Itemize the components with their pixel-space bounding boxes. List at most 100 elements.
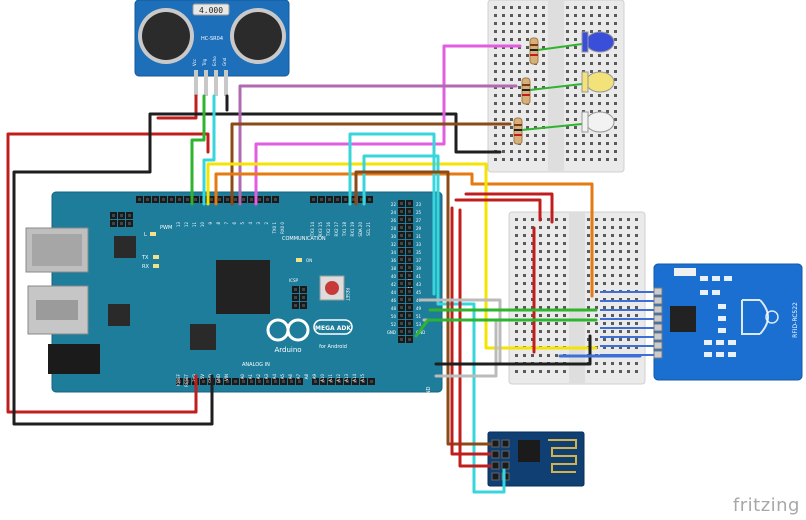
breadboard-hole [611, 322, 614, 325]
breadboard-hole [494, 110, 497, 113]
breadboard-hole [547, 234, 550, 237]
breadboard-hole [582, 14, 585, 17]
breadboard-hole [603, 314, 606, 317]
breadboard-hole [603, 218, 606, 221]
breadboard-hole [510, 70, 513, 73]
breadboard-hole [611, 258, 614, 261]
pin-label: A13 [344, 374, 349, 382]
breadboard-hole [611, 362, 614, 365]
breadboard-hole [627, 330, 630, 333]
breadboard-hole [566, 126, 569, 129]
breadboard-hole [587, 258, 590, 261]
breadboard-hole [587, 306, 590, 309]
breadboard-hole [510, 78, 513, 81]
breadboard-hole [611, 250, 614, 253]
pin-label: 40 [391, 274, 397, 279]
breadboard-hole [611, 370, 614, 373]
breadboard-hole [574, 86, 577, 89]
breadboard-hole [510, 94, 513, 97]
breadboard-hole [590, 150, 593, 153]
breadboard-hole [539, 274, 542, 277]
breadboard-hole [566, 70, 569, 73]
breadboard-hole [526, 30, 529, 33]
breadboard-hole [534, 14, 537, 17]
breadboard-hole [494, 38, 497, 41]
breadboard-hole [627, 314, 630, 317]
smd-component [718, 304, 726, 309]
breadboard-hole [555, 290, 558, 293]
breadboard-hole [598, 30, 601, 33]
breadboard-hole [566, 86, 569, 89]
breadboard-hole [510, 150, 513, 153]
breadboard-hole [502, 94, 505, 97]
breadboard-hole [523, 354, 526, 357]
breadboard-hole [555, 330, 558, 333]
breadboard-hole [590, 142, 593, 145]
breadboard-hole [502, 38, 505, 41]
breadboard-hole [606, 150, 609, 153]
breadboard-hole [566, 150, 569, 153]
breadboard-hole [563, 242, 566, 245]
breadboard-hole [582, 94, 585, 97]
breadboard-hole [582, 62, 585, 65]
breadboard-hole [542, 102, 545, 105]
breadboard-hole [598, 158, 601, 161]
rfid-module: RFID-RC522 [600, 263, 803, 381]
breadboard-hole [611, 218, 614, 221]
breadboard-hole [627, 370, 630, 373]
breadboard-hole [595, 242, 598, 245]
breadboard-hole [523, 330, 526, 333]
breadboard-hole [539, 226, 542, 229]
breadboard-hole [523, 218, 526, 221]
breadboard-hole [542, 158, 545, 161]
breadboard-hole [526, 14, 529, 17]
breadboard-hole [542, 142, 545, 145]
smd-component [712, 290, 720, 295]
wire-cyan-tx [348, 132, 436, 296]
breadboard-hole [515, 314, 518, 317]
breadboard-hole [563, 330, 566, 333]
analog-in-label: ANALOG IN [242, 362, 270, 368]
breadboard-hole [523, 258, 526, 261]
breadboard-hole [494, 78, 497, 81]
breadboard-hole [614, 6, 617, 9]
breadboard-hole [595, 290, 598, 293]
breadboard-hole [587, 314, 590, 317]
breadboard-hole [627, 362, 630, 365]
breadboard-hole [590, 54, 593, 57]
breadboard-hole [582, 6, 585, 9]
pin-label: SDA 20 [358, 222, 363, 237]
pin-label: 29 [416, 226, 422, 231]
breadboard-hole [603, 330, 606, 333]
pin-label: 12 [184, 222, 189, 228]
pin-label: 5 [240, 222, 245, 225]
breadboard-hole [510, 110, 513, 113]
breadboard-hole [595, 322, 598, 325]
pin-label: 13 [176, 222, 181, 228]
breadboard-hole [534, 142, 537, 145]
pin-label: IOREF [176, 373, 181, 386]
breadboard-hole [603, 306, 606, 309]
breadboard-hole [595, 330, 598, 333]
breadboard-hole [635, 362, 638, 365]
breadboard-hole [566, 110, 569, 113]
breadboard-hole [635, 218, 638, 221]
breadboard-hole [614, 158, 617, 161]
sensor-pin [214, 70, 218, 96]
breadboard-hole [547, 330, 550, 333]
breadboard-hole [603, 274, 606, 277]
wire-black-3 [434, 334, 592, 366]
breadboard-hole [534, 78, 537, 81]
breadboard-hole [603, 346, 606, 349]
breadboard-hole [574, 118, 577, 121]
pin-label: 33 [416, 242, 422, 247]
breadboard-hole [563, 250, 566, 253]
breadboard-hole [510, 102, 513, 105]
breadboard-hole [555, 282, 558, 285]
pin-label: RX2 17 [334, 222, 339, 237]
breadboard-hole [523, 250, 526, 253]
breadboard-hole [635, 338, 638, 341]
breadboard-hole [611, 346, 614, 349]
smd-component [728, 340, 736, 345]
arduino-mega-board: RESET ICSP Arduino MEGA ADK for Android … [25, 191, 443, 398]
